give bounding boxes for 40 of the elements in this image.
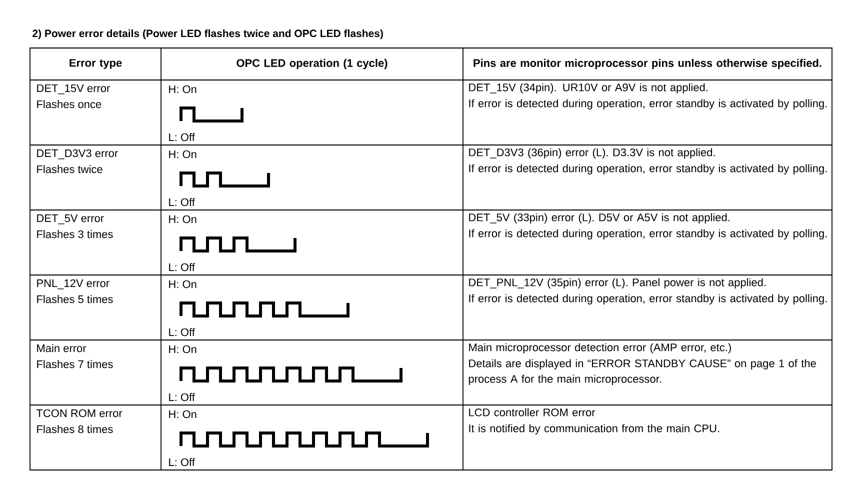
error-name: TCON ROM error xyxy=(36,409,122,418)
error-name: DET_15V error xyxy=(37,84,110,94)
level-label: L: Off xyxy=(169,133,195,142)
error-name: PNL_12V error xyxy=(37,279,110,290)
level-label: H: On xyxy=(169,215,196,224)
pin-description: DET_PNL_12V (35pin) error (L). Panel power is not applied. xyxy=(469,278,766,288)
column-header: OPC LED operation (1 cycle) xyxy=(236,58,388,70)
column-header: Pins are monitor microprocessor pins unless otherwise specified. xyxy=(474,58,822,70)
flash-count: Flashes 7 times xyxy=(37,360,113,368)
error-name: DET_D3V3 error xyxy=(37,149,118,160)
flash-count: Flashes 3 times xyxy=(37,230,113,238)
error-name: DET_5V error xyxy=(37,214,104,224)
pin-description: LCD controller ROM error xyxy=(469,408,596,416)
title: 2) Power error details (Power LED flashes twice and OPC LED flashes) xyxy=(32,29,383,40)
error-note: It is notified by communication from the main CPU. xyxy=(469,424,720,434)
error-note: Details are displayed in “ERROR STANDBY CAUSE” on page 1 of the process A for the main microprocessor. xyxy=(468,359,816,385)
level-label: L: Off xyxy=(169,393,195,402)
error-name: Main error xyxy=(37,344,86,352)
level-label: L: Off xyxy=(169,263,195,272)
error-note: If error is detected during operation, error standby is activated by polling. xyxy=(469,164,827,174)
error-note: If error is detected during operation, error standby is activated by polling. xyxy=(469,99,827,110)
pin-description: Main microprocessor detection error (AMP error, etc.) xyxy=(469,343,731,354)
flash-count: Flashes twice xyxy=(37,165,102,174)
flash-count: Flashes once xyxy=(37,100,102,108)
level-label: H: On xyxy=(169,150,196,158)
flash-count: Flashes 5 times xyxy=(37,295,113,304)
error-note: If error is detected during operation, error standby is activated by polling. xyxy=(469,294,827,304)
level-label: H: On xyxy=(169,85,196,94)
flash-count: Flashes 8 times xyxy=(37,425,113,434)
error-note: If error is detected during operation, error standby is activated by polling. xyxy=(469,229,827,240)
pin-description: DET_D3V3 (36pin) error (L). D3.3V is not applied. xyxy=(469,148,715,158)
level-label: L: Off xyxy=(169,198,195,206)
pin-description: DET_15V (34pin). UR10V or A9V is not applied. xyxy=(469,83,708,94)
column-header: Error type xyxy=(70,59,122,69)
level-label: H: On xyxy=(169,410,196,418)
level-label: H: On xyxy=(169,280,196,288)
level-label: L: Off xyxy=(169,458,195,466)
pin-description: DET_5V (33pin) error (L). D5V or A5V is not applied. xyxy=(469,213,730,224)
level-label: H: On xyxy=(169,345,196,354)
level-label: L: Off xyxy=(169,328,195,336)
